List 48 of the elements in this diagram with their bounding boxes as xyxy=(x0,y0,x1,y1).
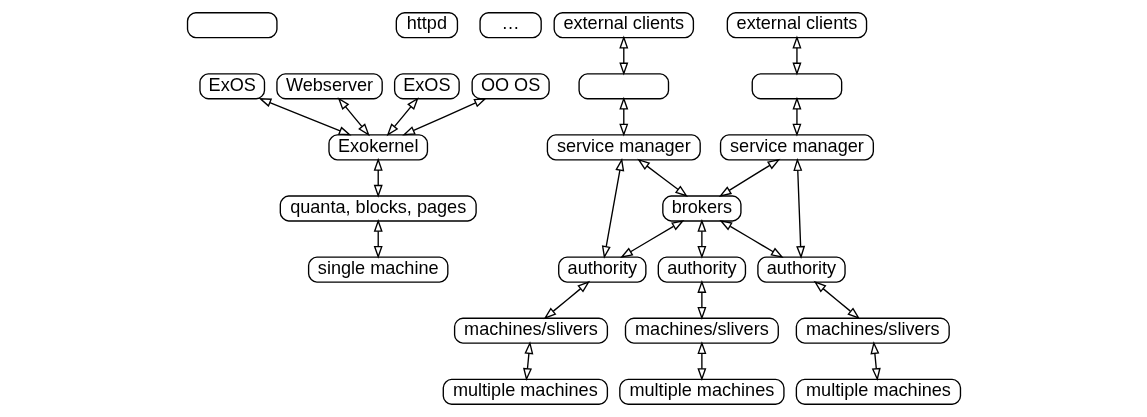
node-box: machines/slivers xyxy=(795,317,950,344)
node-box: service manager xyxy=(719,134,874,161)
node-box: machines/slivers xyxy=(453,317,608,344)
node-box: external clients xyxy=(726,12,867,39)
arrow xyxy=(813,280,860,320)
node-box: multiple machines xyxy=(795,378,961,405)
arrow xyxy=(618,35,628,76)
arrow xyxy=(696,280,706,320)
arrow xyxy=(543,280,590,320)
node-box xyxy=(751,73,842,100)
node-box: Webserver xyxy=(275,73,383,100)
node-box: multiple machines xyxy=(442,378,608,405)
node-box: authority xyxy=(557,256,647,283)
arrow xyxy=(718,158,780,197)
node-box xyxy=(577,73,669,100)
arrow xyxy=(696,341,706,382)
node-box: single machine xyxy=(307,256,448,283)
arrow xyxy=(636,158,688,197)
arrow xyxy=(401,97,487,136)
node-box: machines/slivers xyxy=(624,317,779,344)
node-box: ExOS xyxy=(198,73,265,100)
arrow xyxy=(257,98,352,136)
node-box: service manager xyxy=(546,134,701,161)
arrow xyxy=(696,218,706,259)
arrow xyxy=(373,218,383,259)
node-box: Exokernel xyxy=(327,134,428,161)
arrow xyxy=(373,157,383,198)
arrow xyxy=(792,157,805,259)
node-box xyxy=(186,12,278,39)
arrow xyxy=(791,96,801,137)
node-box: brokers xyxy=(661,195,742,222)
arrow xyxy=(618,96,628,137)
arrow xyxy=(791,35,801,76)
node-box: … xyxy=(478,12,542,39)
node-box: OO OS xyxy=(470,73,550,100)
node-box: external clients xyxy=(553,12,694,39)
arrow xyxy=(601,158,624,259)
node-box: multiple machines xyxy=(618,378,785,405)
arrow xyxy=(869,341,881,382)
arrow xyxy=(619,219,684,258)
node-box: ExOS xyxy=(393,73,460,100)
node-box: authority xyxy=(657,256,746,283)
node-box: httpd xyxy=(395,12,458,39)
arrow xyxy=(337,97,370,137)
arrow xyxy=(718,219,784,258)
arrow xyxy=(386,97,419,137)
node-box: quanta, blocks, pages xyxy=(279,195,477,222)
node-box: authority xyxy=(756,256,846,283)
